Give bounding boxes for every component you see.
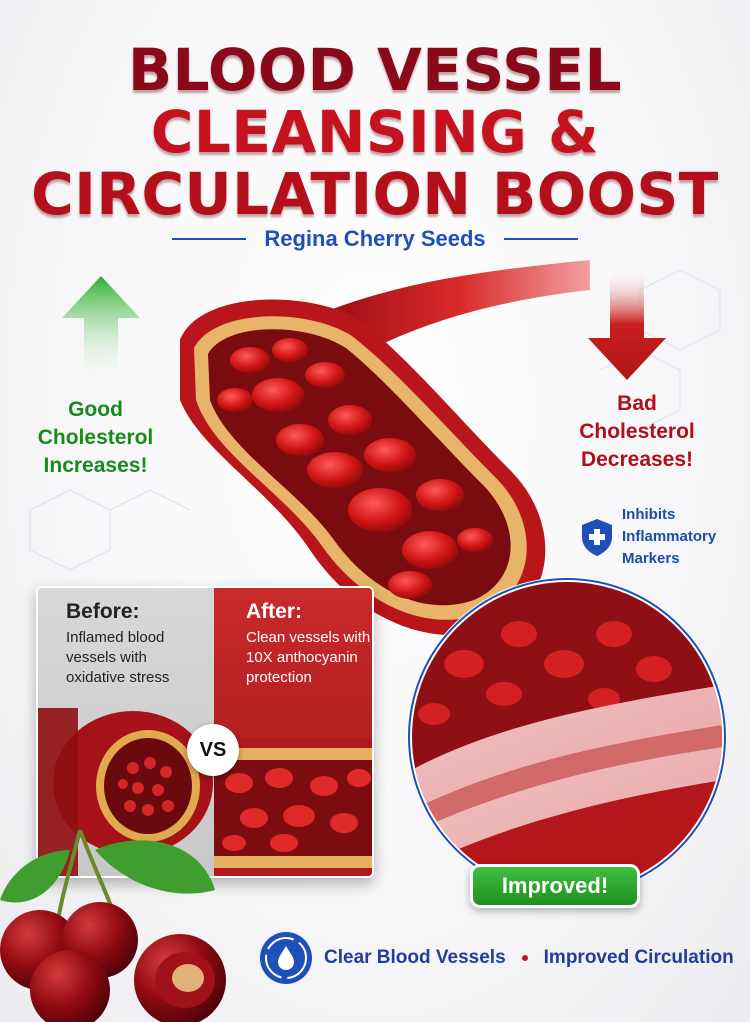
good-line-3: Increases! (43, 454, 148, 477)
footer-separator (521, 955, 528, 961)
before-panel (38, 588, 214, 876)
inhibits-line-2: Inflammatory (622, 528, 717, 545)
bad-line-3: Decreases! (580, 448, 694, 471)
inhibits-badge: Inhibits Inflammatory Markers (580, 504, 740, 570)
subtitle: Regina Cherry Seeds (264, 226, 486, 251)
improved-badge: Improved! (470, 864, 640, 908)
good-line-2: Cholesterol (37, 426, 154, 449)
good-line-1: Good (68, 398, 123, 421)
title-line-1: BLOOD VESSEL (127, 36, 623, 104)
bad-line-1: Bad (617, 392, 657, 415)
title-line-3: CIRCULATION BOOST (31, 160, 719, 228)
before-description: Inflamed blood vessels with oxidative st… (66, 629, 170, 686)
bad-line-2: Cholesterol (579, 420, 695, 443)
cherry-icon (0, 829, 226, 1022)
footer-item-circulation: Improved Circulation (543, 947, 734, 968)
shield-plus-icon (582, 519, 612, 556)
title-line-2: CLEANSING & (150, 98, 600, 166)
subtitle-rule-right (503, 238, 578, 240)
good-cholesterol-label: Good Cholesterol Increases! (18, 396, 173, 480)
after-description: Clean vessels with 10X anthocyanin prote… (246, 629, 371, 686)
bad-cholesterol-label: Bad Cholesterol Decreases! (562, 390, 712, 474)
clean-vessel-image (214, 738, 372, 876)
inhibits-text: Inhibits Inflammatory Markers (622, 504, 716, 570)
vessel-wall-closeup (407, 577, 727, 897)
after-heading: After: (246, 600, 302, 623)
inflamed-vessel-image (38, 708, 213, 876)
inhibits-line-1: Inhibits (622, 506, 676, 523)
before-after-panel: Before: Inflamed blood vessels with oxid… (36, 586, 374, 878)
up-arrow-icon (62, 276, 140, 386)
inhibits-line-3: Markers (622, 550, 680, 567)
before-heading: Before: (66, 600, 140, 623)
blood-vessel-illustration (180, 260, 590, 636)
after-panel (214, 588, 372, 876)
down-arrow-icon (588, 268, 666, 380)
vs-badge: VS (187, 724, 239, 776)
footer-item-clear-vessels: Clear Blood Vessels (324, 947, 506, 968)
subtitle-row: Regina Cherry Seeds (0, 226, 750, 252)
subtitle-rule-left (172, 238, 247, 240)
water-drop-icon (260, 932, 312, 984)
footer-benefits: Clear Blood Vessels Improved Circulation (258, 930, 734, 986)
